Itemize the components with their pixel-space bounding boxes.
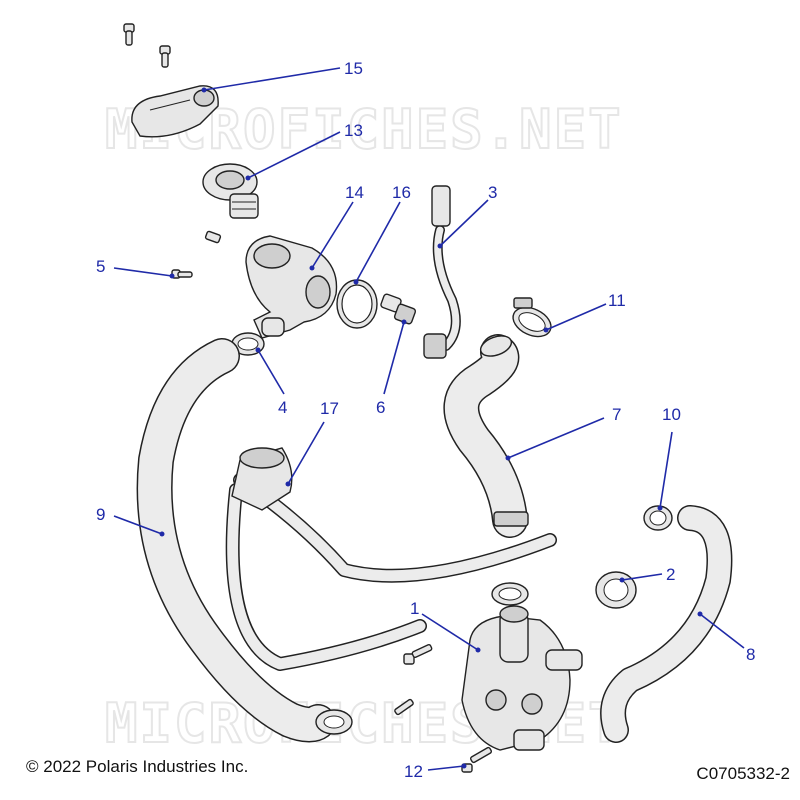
hose-clamp-part-11 <box>512 297 552 338</box>
callout-1: 1 <box>410 599 481 653</box>
diagram-part-number: C0705332-2 <box>696 764 790 783</box>
bolt-part-pump-1 <box>403 644 433 665</box>
svg-text:16: 16 <box>392 183 411 202</box>
svg-text:5: 5 <box>96 257 105 276</box>
o-ring-part <box>336 279 378 329</box>
callout-9: 9 <box>96 505 165 537</box>
svg-text:6: 6 <box>376 398 385 417</box>
callout-16: 16 <box>353 183 411 285</box>
callout-10: 10 <box>657 405 681 511</box>
callout-15: 15 <box>201 59 363 93</box>
callout-3: 3 <box>437 183 497 249</box>
svg-text:17: 17 <box>320 399 339 418</box>
callout-17: 17 <box>285 399 339 487</box>
thermostat-part <box>202 163 259 219</box>
callout-13: 13 <box>245 121 363 181</box>
bolt-part-5 <box>171 269 193 279</box>
gasket-part <box>595 571 637 609</box>
coolant-hose-part-7 <box>443 334 529 538</box>
svg-text:1: 1 <box>410 599 419 618</box>
callout-5: 5 <box>96 257 175 279</box>
callout-12: 12 <box>404 762 467 781</box>
coolant-hose-part-9 <box>136 338 336 743</box>
svg-text:4: 4 <box>278 398 287 417</box>
wire-harness-part <box>423 185 461 359</box>
bolt-part-pump-2 <box>394 698 414 716</box>
hose-clamp-part-10 <box>643 505 673 531</box>
svg-text:15: 15 <box>344 59 363 78</box>
thermostat-cover-part <box>131 85 219 138</box>
callout-2: 2 <box>619 565 675 584</box>
copyright-notice: © 2022 Polaris Industries Inc. <box>26 757 249 776</box>
callout-11: 11 <box>543 291 626 333</box>
svg-text:8: 8 <box>746 645 755 664</box>
svg-text:13: 13 <box>344 121 363 140</box>
callout-7: 7 <box>505 405 621 461</box>
bolt-part-small <box>204 230 222 244</box>
thermostat-housing-part <box>245 235 338 339</box>
svg-text:9: 9 <box>96 505 105 524</box>
svg-text:10: 10 <box>662 405 681 424</box>
callout-6: 6 <box>376 319 407 417</box>
callout-8: 8 <box>697 611 755 664</box>
coolant-hose-part-8 <box>600 505 733 743</box>
water-pump-part <box>461 605 583 751</box>
svg-text:2: 2 <box>666 565 675 584</box>
svg-text:11: 11 <box>608 291 626 310</box>
svg-text:12: 12 <box>404 762 423 781</box>
callout-4: 4 <box>255 347 287 417</box>
callout-14: 14 <box>309 183 364 271</box>
bolt-part-top-1 <box>123 23 135 46</box>
svg-text:3: 3 <box>488 183 497 202</box>
bypass-hose-assembly-part <box>225 447 557 671</box>
svg-text:7: 7 <box>612 405 621 424</box>
temperature-sensor-part <box>380 293 417 325</box>
bolt-part-top-2 <box>159 45 171 68</box>
hose-clamp-part-pump <box>491 582 529 606</box>
svg-text:14: 14 <box>345 183 364 202</box>
hose-clamp-part-bottom <box>315 709 353 735</box>
